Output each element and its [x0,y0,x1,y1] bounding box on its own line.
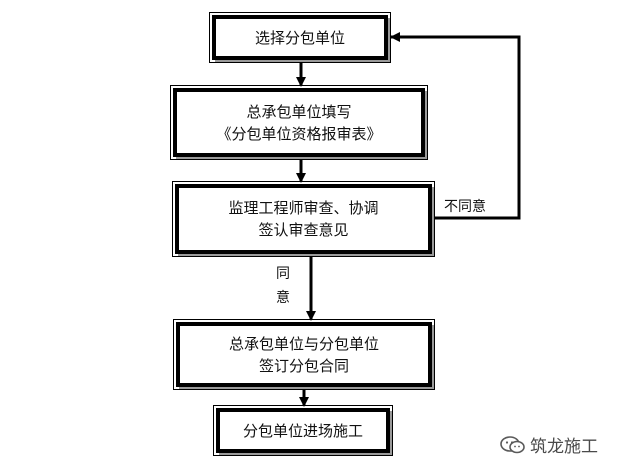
node-enter-site: 分包单位进场施工 [213,405,393,456]
node-contract-label-line2: 签订分包合同 [258,356,349,375]
node-fill-label-line1: 总承包单位填写 [246,102,352,121]
node-select-label: 选择分包单位 [254,28,345,47]
node-enter-label: 分包单位进场施工 [242,421,363,440]
edge-label-agree-1: 同 [276,266,290,282]
node-review-label-line1: 监理工程师审查、协调 [228,199,379,217]
node-sign-contract: 总承包单位与分包单位 签订分包合同 [173,319,435,390]
node-contract-label-line1: 总承包单位与分包单位 [228,334,379,353]
watermark: 筑龙施工 [500,432,598,457]
watermark-text: 筑龙施工 [530,437,598,457]
arrow-disagree-loop [390,32,521,220]
node-fill-label-line2: 《分包单位资格报审表》 [216,124,382,143]
node-supervisor-review: 监理工程师审查、协调 签认审查意见 [172,181,435,257]
edge-label-agree-2: 意 [276,290,290,306]
wechat-icon [500,435,526,455]
node-review-label-line2: 签认审查意见 [258,221,349,239]
edge-label-disagree: 不同意 [444,199,486,215]
node-fill-qualification-form: 总承包单位填写 《分包单位资格报审表》 [170,85,428,160]
node-select-subcontractor: 选择分包单位 [209,12,391,63]
